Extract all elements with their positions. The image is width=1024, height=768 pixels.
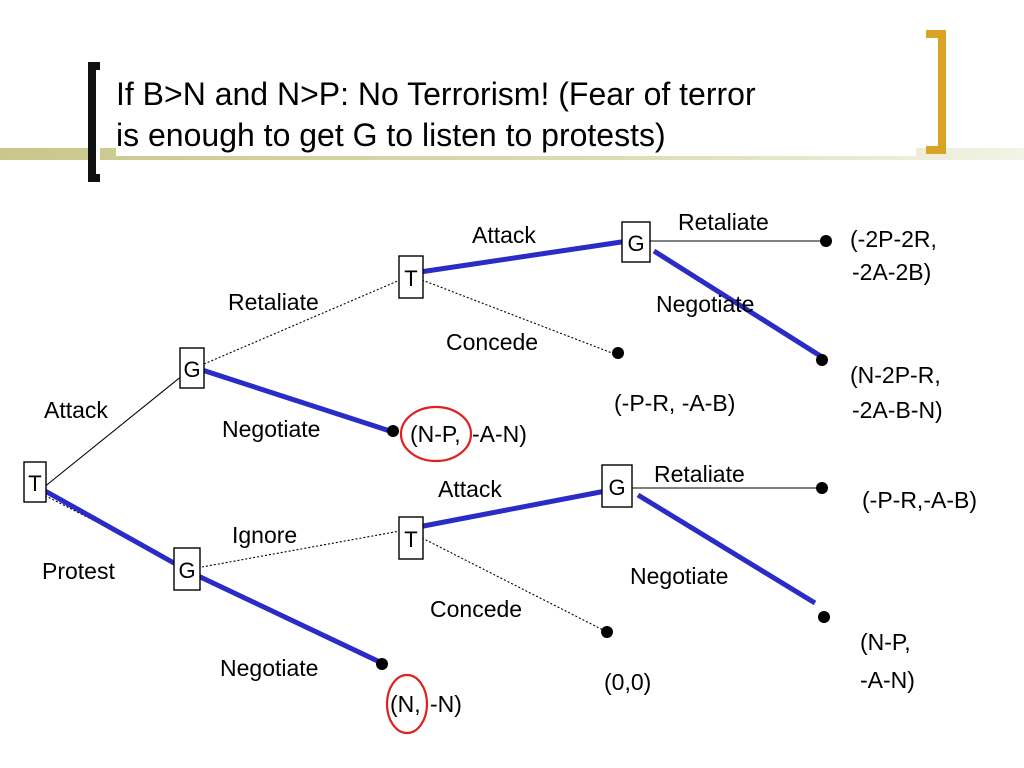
- label-t2-concede: Concede: [430, 596, 522, 622]
- label-g3-retaliate: Retaliate: [678, 209, 769, 235]
- label-g4-negotiate: Negotiate: [630, 563, 728, 589]
- label-g2-ignore: Ignore: [232, 522, 297, 548]
- edge-root-attack: [37, 366, 194, 493]
- highlight-circle-n-p: [399, 405, 473, 463]
- edge-t1-concede: [421, 279, 613, 354]
- node-t-retaliate-label: T: [404, 266, 417, 291]
- label-g4-retaliate: Retaliate: [654, 461, 745, 487]
- terminal-top-negotiate: [816, 354, 828, 366]
- node-g-bottom-label: G: [608, 475, 625, 500]
- terminal-bottom-retaliate: [816, 482, 828, 494]
- payoff-g1-negotiate-rest: -A-N): [472, 421, 527, 447]
- path-t2-attack: [412, 486, 617, 531]
- payoff-top-retaliate-line-2: -2A-2B): [852, 259, 931, 285]
- payoff-top-negotiate-line-2: -2A-B-N): [852, 397, 943, 423]
- highlight-circle-n: [385, 673, 429, 735]
- path-g1-negotiate: [195, 365, 394, 435]
- label-g3-negotiate: Negotiate: [656, 291, 754, 317]
- terminal-g1-negotiate: [387, 425, 399, 437]
- label-g1-retaliate: Retaliate: [228, 289, 319, 315]
- label-t2-attack: Attack: [438, 476, 502, 502]
- terminal-top-retaliate: [820, 235, 832, 247]
- payoff-top-concede: (-P-R, -A-B): [614, 390, 735, 416]
- payoff-top-negotiate-line-1: (N-2P-R,: [850, 362, 941, 388]
- node-g-protest-label: G: [178, 558, 195, 583]
- terminal-bottom-concede: [601, 626, 613, 638]
- title-line-1: If B>N and N>P: No Terrorism! (Fear of t…: [116, 76, 756, 112]
- label-g2-negotiate: Negotiate: [220, 655, 318, 681]
- label-g1-negotiate: Negotiate: [222, 416, 320, 442]
- payoff-bottom-negotiate-line-1: (N-P,: [860, 629, 911, 655]
- node-root-label: T: [28, 471, 41, 496]
- path-root-protest: [36, 484, 192, 575]
- terminal-top-concede: [612, 347, 624, 359]
- path-t1-attack: [419, 238, 629, 275]
- payoff-bottom-concede: (0,0): [604, 669, 651, 695]
- label-t1-concede: Concede: [446, 329, 538, 355]
- node-g-bottom: [601, 464, 633, 508]
- title-line-2: is enough to get G to listen to protests…: [116, 117, 666, 153]
- edge-t2-concede: [421, 537, 608, 633]
- node-root: [23, 461, 47, 503]
- left-bracket: [88, 62, 100, 182]
- label-t1-attack: Attack: [472, 222, 536, 248]
- edge-g1-retaliate: [203, 279, 401, 365]
- node-t-retaliate: [398, 255, 424, 299]
- node-g-top: [621, 221, 651, 263]
- payoff-bottom-negotiate-line-2: -A-N): [860, 667, 915, 693]
- payoff-g2-negotiate-circled: (N,: [390, 691, 421, 717]
- label-root-protest: Protest: [42, 558, 115, 584]
- payoff-g2-negotiate-rest: -N): [430, 691, 462, 717]
- node-g-top-label: G: [627, 231, 644, 256]
- payoff-g1-negotiate-circled: (N-P,: [410, 421, 461, 447]
- slide-title: If B>N and N>P: No Terrorism! (Fear of t…: [116, 74, 916, 156]
- terminal-g2-negotiate: [376, 658, 388, 670]
- node-g-attack: [179, 347, 205, 389]
- node-g-attack-label: G: [183, 357, 200, 382]
- payoff-bottom-retaliate: (-P-R,-A-B): [862, 487, 977, 513]
- node-t-ignore-label: T: [404, 527, 417, 552]
- label-root-attack: Attack: [44, 397, 108, 423]
- right-bracket: [926, 30, 946, 154]
- edge-g2-ignore: [201, 530, 401, 568]
- terminal-bottom-negotiate: [818, 611, 830, 623]
- path-g3-negotiate: [652, 248, 824, 360]
- path-g2-negotiate: [192, 571, 386, 667]
- path-g4-negotiate: [636, 492, 817, 606]
- node-t-ignore: [398, 516, 424, 560]
- payoff-top-retaliate-line-1: (-2P-2R,: [850, 226, 937, 252]
- node-g-protest: [173, 547, 201, 591]
